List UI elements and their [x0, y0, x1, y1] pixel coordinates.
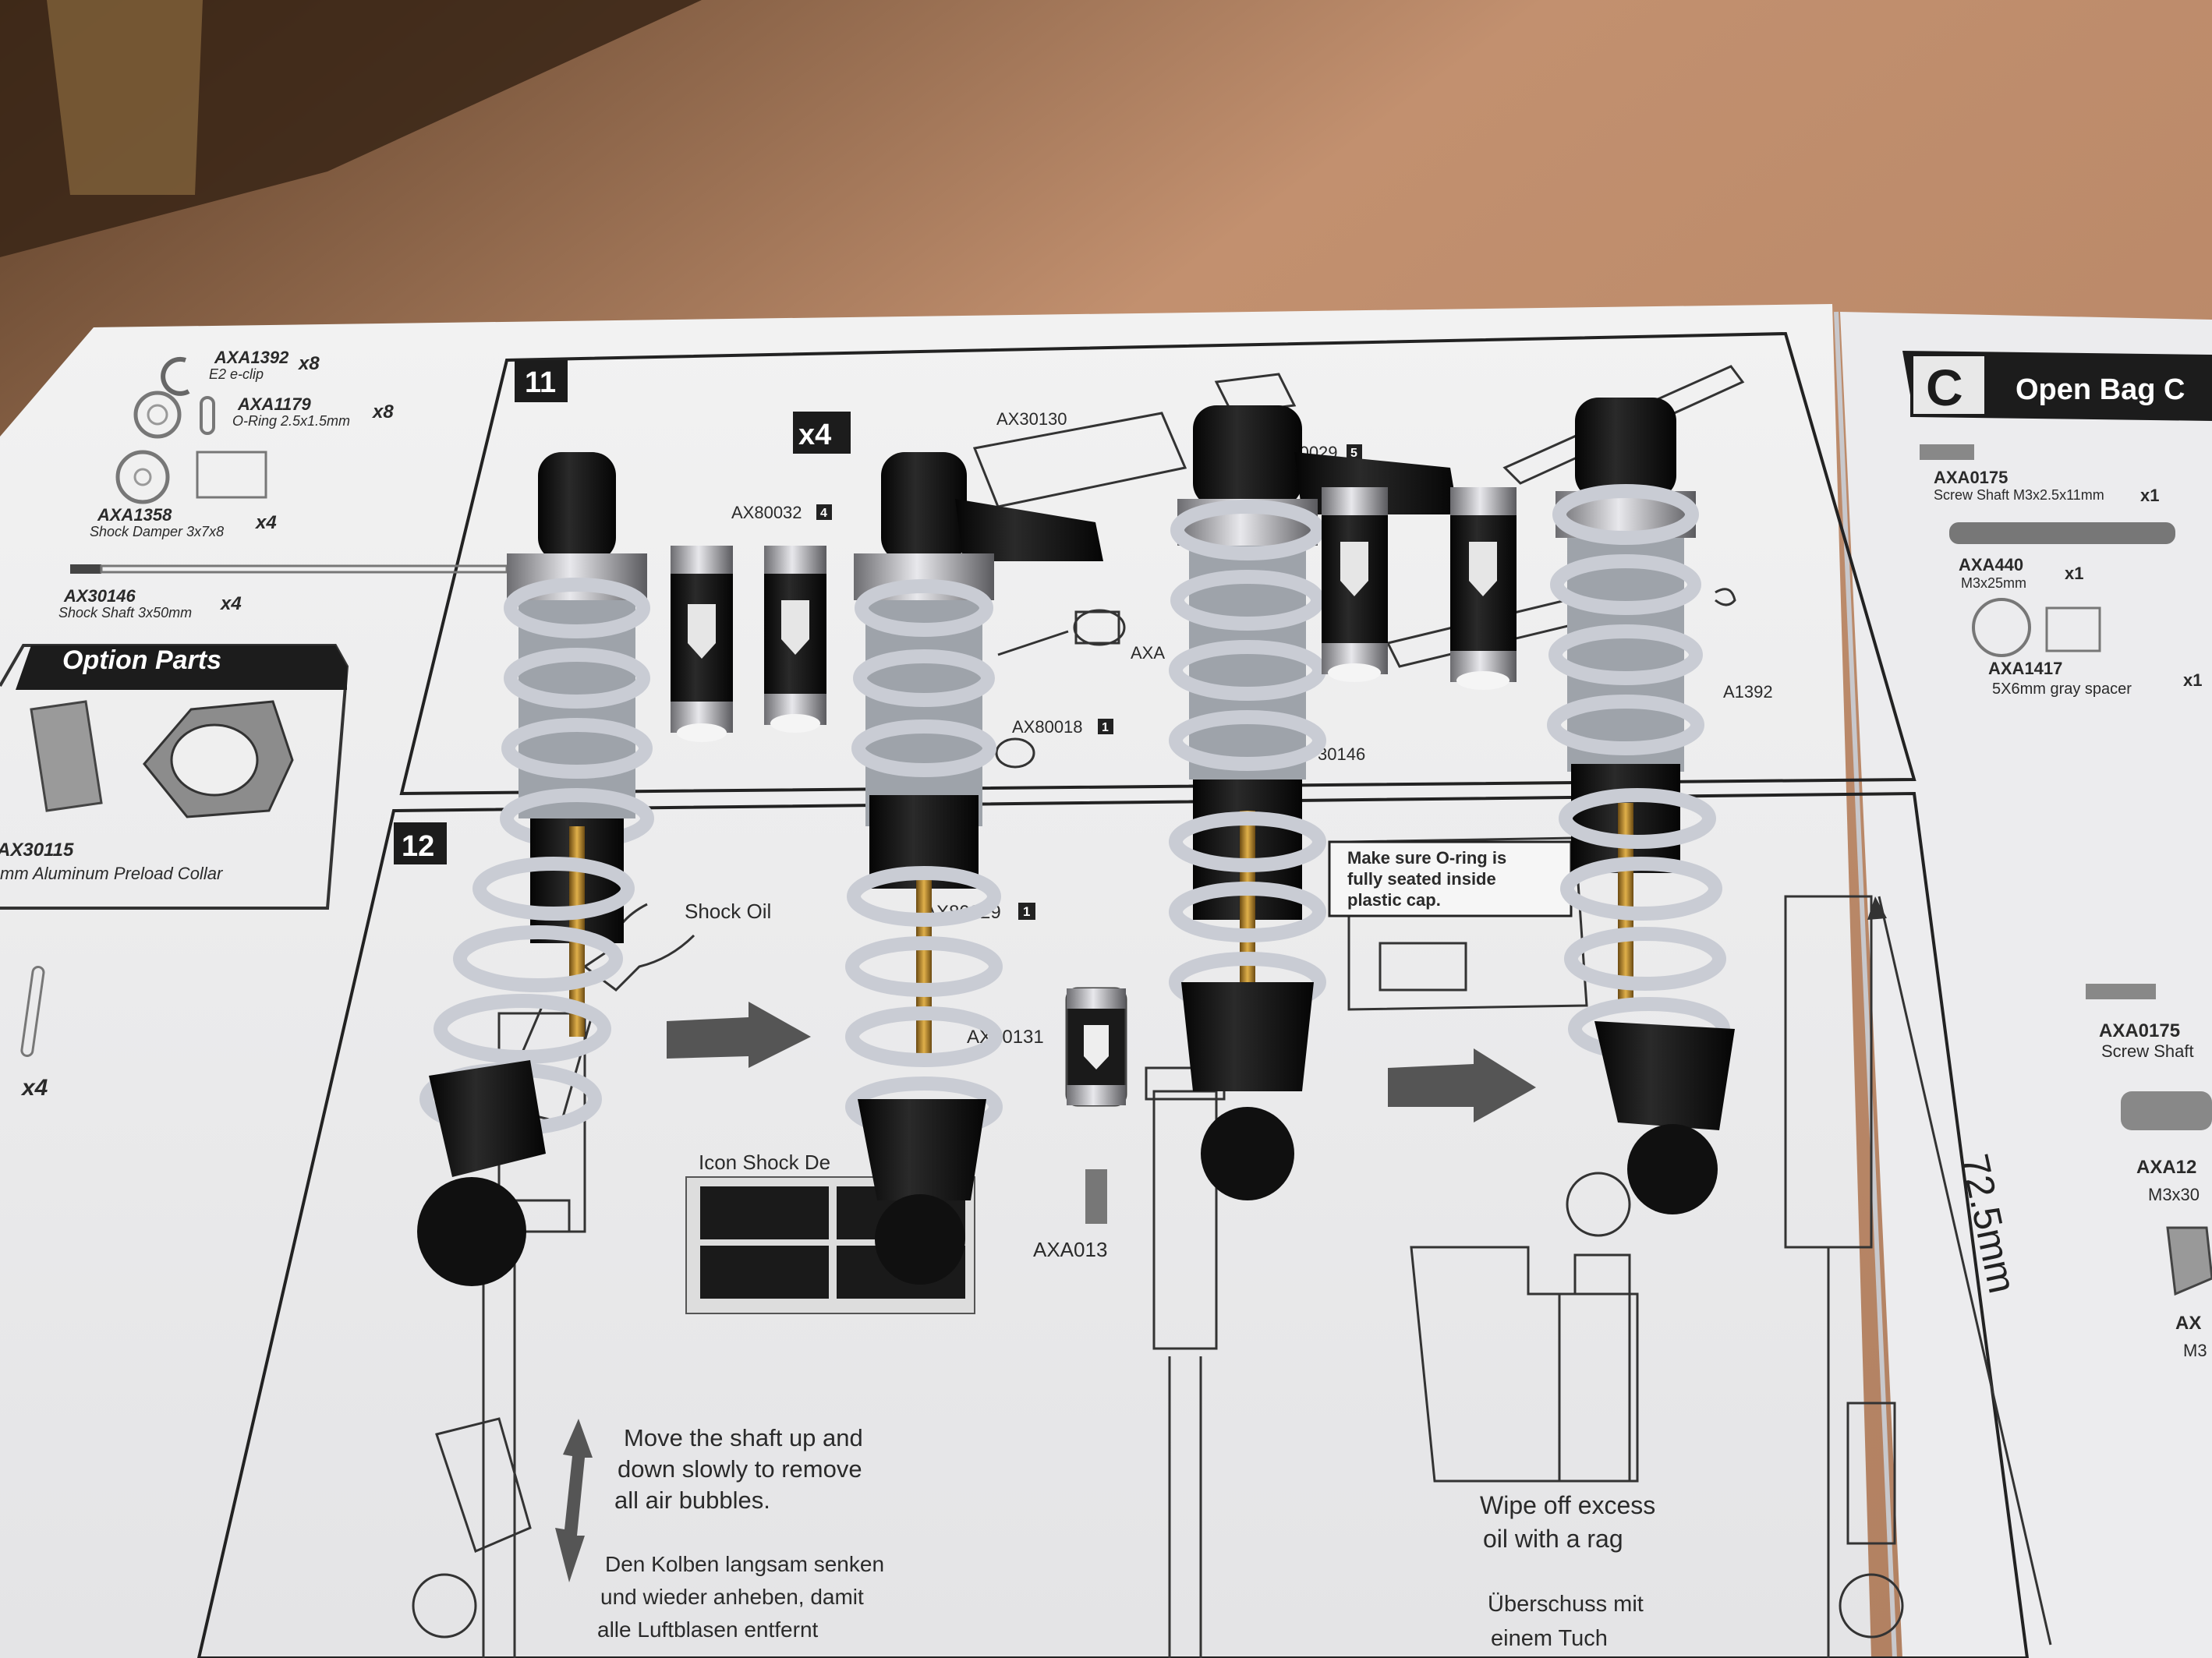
part-qty: x8 — [297, 353, 320, 374]
arrow-icon — [1388, 1048, 1536, 1122]
oring-note-line3: plastic cap. — [1347, 890, 1441, 910]
shock-absorber — [1169, 405, 1458, 1200]
part-desc: Screw Shaft — [2101, 1041, 2194, 1061]
svg-text:Überschuss mit: Überschuss mit — [1488, 1592, 1644, 1617]
shock-cylinder — [1322, 487, 1388, 682]
callout: AXA013 — [1033, 1238, 1107, 1261]
svg-text:alle Luftblasen entfernt: alle Luftblasen entfernt — [597, 1617, 819, 1642]
instructions-de: Den Kolben langsam senken und wieder anh… — [597, 1552, 884, 1642]
part-qty: x1 — [2065, 564, 2083, 583]
badge: 5 — [1350, 447, 1357, 460]
vertical-arrow-icon — [555, 1419, 593, 1582]
step12-diagram — [412, 836, 1904, 1658]
step-11-multiplier: x4 — [798, 419, 831, 451]
step-11-number: 11 — [525, 366, 556, 399]
callout: AX80032 — [731, 503, 802, 522]
part-desc: O-Ring 2.5x1.5mm — [232, 413, 350, 429]
part-desc: Screw Shaft M3x2.5x11mm — [1934, 487, 2104, 503]
part-code: AXA1392 — [214, 348, 289, 367]
part-qty: x1 — [2183, 670, 2202, 690]
shock-cylinder — [671, 546, 733, 742]
icon-logo — [1340, 542, 1368, 596]
option-part-desc: mm Aluminum Preload Collar — [0, 864, 224, 883]
step-12-badge — [394, 822, 447, 864]
svg-text:Den Kolben langsam senken: Den Kolben langsam senken — [605, 1552, 884, 1576]
badge: 4 — [820, 507, 827, 520]
svg-text:down slowly to remove: down slowly to remove — [618, 1455, 862, 1483]
badge: 1 — [1102, 721, 1109, 734]
right-page — [1840, 312, 2212, 1658]
callout: AXA — [1131, 643, 1165, 663]
svg-text:Wipe off excess: Wipe off excess — [1480, 1491, 1655, 1519]
oring-note-line2: fully seated inside — [1347, 869, 1496, 889]
shock-absorber — [845, 452, 1103, 1285]
svg-text:einem Tuch: einem Tuch — [1491, 1626, 1608, 1651]
part-code: AXA0175 — [2099, 1020, 2180, 1041]
part-code: AXA0175 — [1934, 468, 2008, 487]
part-desc: Shock Shaft 3x50mm — [58, 605, 192, 620]
option-parts-title: Option Parts — [62, 645, 221, 675]
part-desc: M3x25mm — [1961, 575, 2026, 591]
svg-text:und wieder anheben, damit: und wieder anheben, damit — [600, 1585, 864, 1609]
wipe-note: Wipe off excess oil with a rag Überschus… — [1480, 1491, 1655, 1651]
step-12-number: 12 — [402, 830, 434, 863]
part-qty: x4 — [219, 593, 242, 614]
part-code: AX — [2175, 1313, 2201, 1334]
option-parts-box: Option Parts AX30115 mm Aluminum Preload… — [0, 644, 349, 910]
icon-logo — [781, 600, 809, 655]
part-desc: Shock Damper 3x7x8 — [90, 524, 224, 539]
part-desc: 5X6mm gray spacer — [1992, 681, 2132, 698]
arrow-icon — [667, 1002, 811, 1068]
damper-icon — [115, 450, 267, 504]
part-code: AXA440 — [1959, 555, 2023, 574]
e-clip-icon — [161, 356, 190, 396]
part-code: AXA1358 — [97, 505, 172, 525]
shock-body-part — [1065, 987, 1127, 1224]
oring-note-line1: Make sure O-ring is — [1347, 848, 1506, 868]
part-qty: x4 — [254, 512, 277, 533]
left-page — [0, 304, 1871, 1658]
decal-label: Icon Shock De — [699, 1151, 830, 1174]
side-qty: x4 — [20, 1075, 48, 1101]
svg-text:all air bubbles.: all air bubbles. — [614, 1487, 770, 1514]
part-code: AXA12 — [2136, 1157, 2196, 1178]
callout: AX80018 — [1012, 717, 1083, 737]
part-desc: E2 e-clip — [209, 366, 264, 382]
callout: 30146 — [1318, 744, 1365, 764]
instructions-en: Move the shaft up and down slowly to rem… — [614, 1424, 863, 1514]
option-part-code: AX30115 — [0, 840, 74, 861]
part-qty: x8 — [371, 401, 394, 422]
svg-text:oil with a rag: oil with a rag — [1483, 1525, 1623, 1553]
part-desc: M3 — [2183, 1341, 2207, 1360]
part-desc: M3x30 — [2148, 1185, 2200, 1204]
oring-note-box: Make sure O-ring is fully seated inside … — [1328, 840, 1573, 917]
section-letter: C — [1926, 359, 1963, 416]
icon-logo — [1469, 542, 1497, 596]
shock-absorber — [1547, 398, 1735, 1214]
shock-cylinder — [1450, 487, 1517, 690]
section-c-header: C Open Bag C — [1902, 351, 2212, 421]
shock-absorber — [417, 452, 654, 1286]
svg-text:Move the shaft up and: Move the shaft up and — [624, 1424, 863, 1451]
icon-logo — [688, 604, 716, 659]
part-qty: x1 — [2140, 486, 2159, 505]
part-code: AXA1179 — [237, 394, 312, 414]
badge: 1 — [1023, 904, 1030, 919]
shock-cylinder — [764, 546, 826, 733]
part-code: AX30146 — [63, 586, 136, 606]
o-ring-icon — [133, 391, 215, 439]
step-11-badge — [515, 360, 568, 402]
callout: AX30130 — [996, 409, 1067, 429]
part-code: AXA1417 — [1988, 659, 2062, 678]
section-title: Open Bag C — [2016, 373, 2185, 406]
callout: A1392 — [1723, 682, 1773, 702]
shock-oil-label: Shock Oil — [685, 900, 771, 923]
